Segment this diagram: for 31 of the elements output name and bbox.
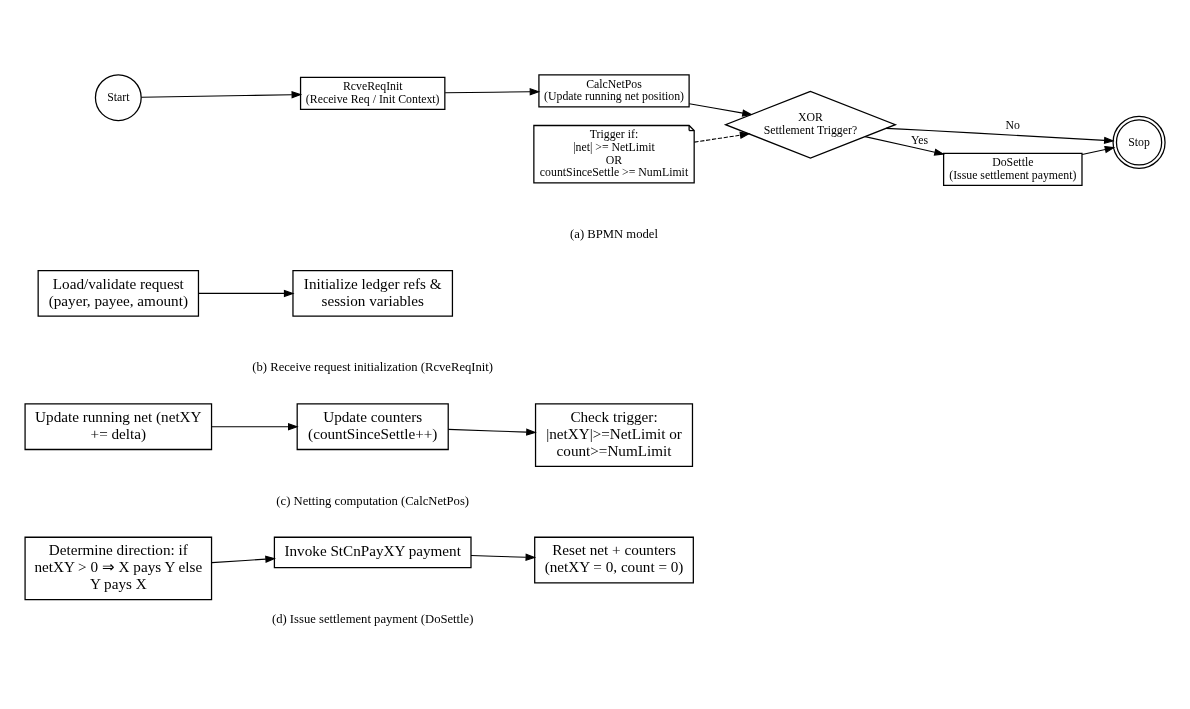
arrow [885,127,1115,144]
arrow [211,422,299,430]
node-box: RcveReqInit (Receive Req / Init Context) [299,76,446,110]
arrow [140,90,303,98]
node-box: Reset net + counters (netXY = 0, count = 0) [534,536,694,583]
arrow [444,87,541,96]
label: (a) BPMN model [570,226,658,241]
arrow [447,427,537,436]
node-box: Check trigger: |netXY|>=NetLimit or count>=NumLimit [534,402,694,467]
node-box: Update running net (netXY += delta) [24,402,213,450]
edge-label: Yes [910,132,929,147]
label: (d) Issue settlement payment (DoSettle) [271,611,474,626]
label: (b) Receive request initialization (RcveReqInit) [252,359,494,374]
node-box: Initialize ledger refs & session variables [292,269,454,317]
node-circle: Start [94,73,142,121]
node-box: Invoke StCnPayXY payment [273,536,472,568]
node-box: Update counters (countSinceSettle++) [296,402,449,450]
node-diamond: XOR Settlement Trigger? [723,90,898,159]
arrow [1081,145,1116,155]
arrow [211,554,276,563]
arrow [693,131,751,143]
node-box: Determine direction: if netXY > 0 ⇒ X pays Y else Y pays X [24,536,213,600]
node-box: DoSettle (Issue settlement payment) [943,152,1083,186]
arrow [864,135,945,156]
arrow [198,289,295,297]
label: (c) Netting computation (CalcNetPos) [276,493,470,508]
arrow [688,102,753,117]
edge-label: No [1005,117,1021,132]
arrow [470,553,537,561]
node-box: CalcNetPos (Update running net position) [538,73,690,108]
node-box: Load/validate request (payer, payee, amount) [37,269,200,317]
